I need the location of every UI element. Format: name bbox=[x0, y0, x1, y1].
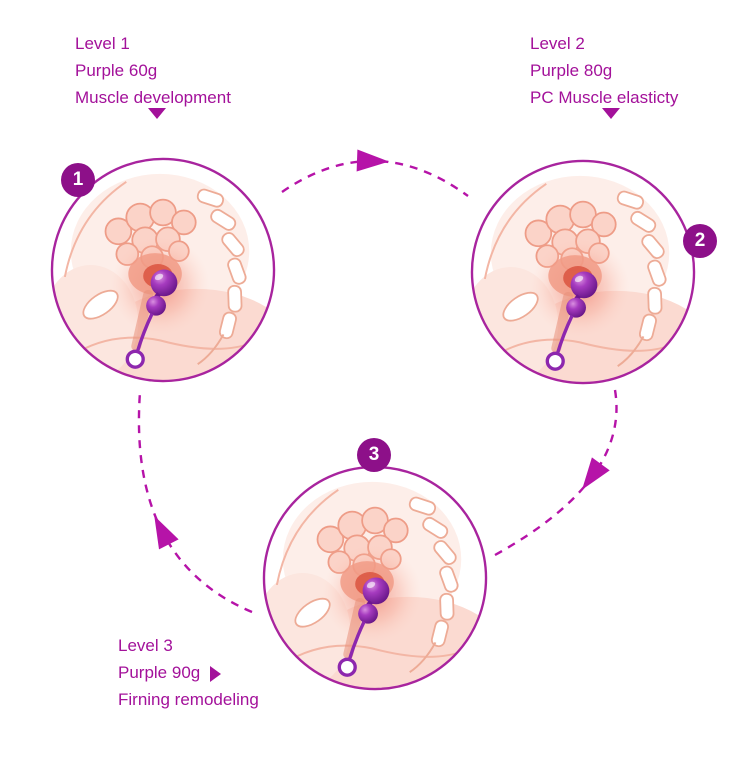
right-triangle-icon bbox=[210, 665, 222, 682]
arrow-path-1-to-2 bbox=[281, 159, 469, 197]
step-badge-3: 3 bbox=[357, 438, 391, 472]
level3-weight-line: Purple 90g bbox=[118, 659, 259, 686]
arrowhead-icon bbox=[582, 457, 610, 490]
step-badge-1: 1 bbox=[61, 163, 95, 197]
step-badge-2: 2 bbox=[683, 224, 717, 258]
level3-desc: Firning remodeling bbox=[118, 690, 259, 709]
level2-label-block: Level 2 Purple 80g PC Muscle elasticty bbox=[530, 30, 678, 111]
level2-title: Level 2 bbox=[530, 34, 585, 53]
level1-desc: Muscle development bbox=[75, 88, 231, 107]
down-triangle-icon bbox=[602, 108, 620, 119]
level3-title: Level 3 bbox=[118, 636, 173, 655]
down-triangle-icon bbox=[148, 108, 166, 119]
level1-weight: Purple 60g bbox=[75, 61, 158, 80]
level3-label-block: Level 3 Purple 90g Firning remodeling bbox=[118, 632, 259, 713]
level1-title: Level 1 bbox=[75, 34, 130, 53]
level2-desc: PC Muscle elasticty bbox=[530, 88, 679, 107]
level2-weight: Purple 80g bbox=[530, 61, 613, 80]
arrowhead-icon bbox=[154, 515, 179, 550]
pelvic-illustration-2 bbox=[469, 158, 697, 386]
arrowhead-icon bbox=[356, 149, 389, 172]
pelvic-illustration-3 bbox=[261, 464, 489, 692]
level3-weight: Purple 90g bbox=[118, 663, 201, 682]
level1-label-block: Level 1 Purple 60g Muscle development bbox=[75, 30, 231, 111]
arrow-path-3-to-1 bbox=[137, 391, 253, 614]
